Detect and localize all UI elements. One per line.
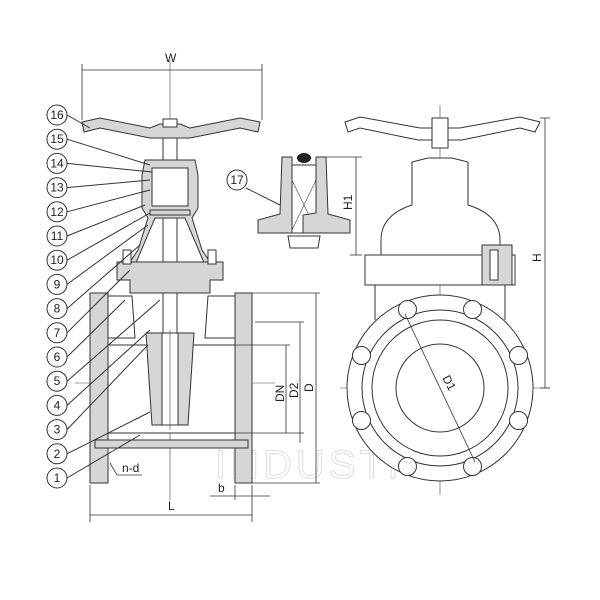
callout-leader xyxy=(66,244,141,309)
dim-d-label: D xyxy=(302,383,316,392)
bolt-hole xyxy=(463,457,483,477)
callout-leader xyxy=(66,224,149,285)
callout-leader xyxy=(66,114,91,129)
dim-b-label: b xyxy=(218,481,225,495)
bolt-hole xyxy=(463,299,483,319)
callout-circle xyxy=(46,152,68,174)
callout-leader xyxy=(66,411,151,455)
callout-10: 10 xyxy=(50,253,64,267)
callout-9: 9 xyxy=(54,277,61,291)
handwheel-nut xyxy=(162,118,178,128)
plug-cap xyxy=(297,153,311,163)
callout-circle xyxy=(46,128,68,150)
callout-leader xyxy=(66,179,151,189)
dim-nd-label: n-d xyxy=(122,461,139,475)
callout-15: 15 xyxy=(50,132,64,146)
callout-circle xyxy=(46,419,68,441)
callout-circle xyxy=(46,104,68,126)
callout-leader xyxy=(66,189,151,213)
callout-circle xyxy=(46,298,68,320)
handwheel xyxy=(81,117,261,139)
dim-w-label: W xyxy=(165,51,177,65)
callout-12: 12 xyxy=(50,205,64,219)
callout-14: 14 xyxy=(50,156,64,170)
section-view: W L b n-d DN D2 D xyxy=(75,51,320,522)
callout-2: 2 xyxy=(54,447,61,461)
callout-13: 13 xyxy=(50,181,64,195)
callout-leader xyxy=(66,269,131,334)
end-view: D1 H xyxy=(340,105,550,495)
dim-h1-label: H1 xyxy=(341,194,355,210)
callout-leader xyxy=(66,329,151,406)
callout-3: 3 xyxy=(54,423,61,437)
callout-circle xyxy=(46,322,68,344)
bolt-hole xyxy=(509,345,529,365)
callout-circle xyxy=(46,467,68,489)
callout-4: 4 xyxy=(54,398,61,412)
callout-circle xyxy=(46,225,68,247)
bolt-hole xyxy=(397,299,417,319)
callout-8: 8 xyxy=(54,302,61,316)
callout-circle xyxy=(46,370,68,392)
dim-dn-label: DN xyxy=(273,385,287,402)
dim-h-label: H xyxy=(530,253,544,262)
dim-l-label: L xyxy=(168,499,175,513)
detail-17-view: H1 17 xyxy=(226,153,362,256)
callout-11: 11 xyxy=(51,229,64,243)
stuffing-box xyxy=(151,167,189,207)
bolt-hole xyxy=(509,411,529,431)
callout-leader xyxy=(66,162,153,173)
callout-leader xyxy=(66,212,151,261)
callout-17: 17 xyxy=(230,173,244,187)
bolt-hole xyxy=(397,457,417,477)
dim-d2-label: D2 xyxy=(287,382,301,398)
bore xyxy=(395,343,485,433)
bolt-hole xyxy=(351,345,371,365)
callout-6: 6 xyxy=(54,350,61,364)
end-bonnet xyxy=(380,157,501,256)
callout-5: 5 xyxy=(54,374,61,388)
callout-leader xyxy=(66,434,141,479)
bolt-hole xyxy=(351,411,371,431)
callout-circle xyxy=(46,249,68,271)
callout-leader xyxy=(66,344,149,430)
callout-circle xyxy=(46,273,68,295)
dim-d1-label: D1 xyxy=(439,373,459,393)
callout-circle xyxy=(46,177,68,199)
callout-circle xyxy=(46,201,68,223)
part-callouts: 16 15 14 13 12 11 10 9 8 7 6 5 4 3 2 1 xyxy=(46,104,161,489)
callout-circle xyxy=(46,443,68,465)
callout-leader xyxy=(66,299,161,382)
callout-circle xyxy=(46,346,68,368)
bonnet-flange xyxy=(116,261,224,294)
callout-leader xyxy=(66,204,146,237)
callout-circle xyxy=(46,394,68,416)
callout-leader xyxy=(66,299,126,358)
callout-16: 16 xyxy=(50,108,64,122)
bonnet xyxy=(127,159,213,266)
callout-7: 7 xyxy=(54,326,61,340)
callout-leader xyxy=(66,138,151,166)
callout-1: 1 xyxy=(54,471,61,485)
